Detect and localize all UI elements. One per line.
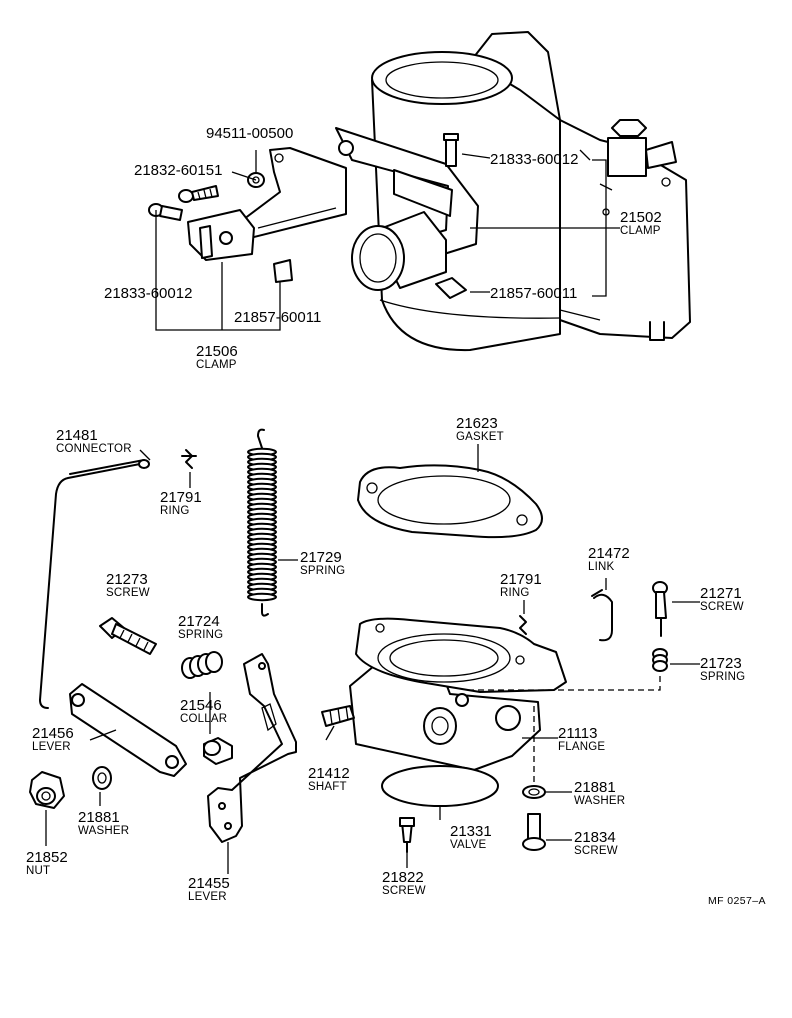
label-21723-name: SPRING [700,671,746,683]
label-21791-b: 21791 [500,571,542,588]
link-21472 [591,589,613,642]
screw-21822 [399,817,415,853]
leader-lines [45,150,700,874]
screw-21271 [652,581,668,637]
label-21472: 21472 [588,545,630,562]
label-21412-name: SHAFT [308,781,347,793]
label-21833-60012-right: 21833-60012 [490,151,579,168]
label-21822: 21822 [382,869,424,886]
label-21506-name: CLAMP [196,359,237,371]
label-21273: 21273 [106,571,148,588]
collar-21546 [203,737,233,765]
label-21456: 21456 [32,725,74,742]
label-21481-name: CONNECTOR [56,443,132,455]
label-21502: 21502 [620,209,662,226]
valve-21331 [381,765,499,807]
connector-rod [39,459,150,709]
label-21506: 21506 [196,343,238,360]
label-21546: 21546 [180,697,222,714]
label-21271: 21271 [700,585,742,602]
label-21791-a: 21791 [160,489,202,506]
label-21834: 21834 [574,829,616,846]
label-21623-name: GASKET [456,431,504,443]
nut-21852 [29,771,65,809]
spring-21724 [181,651,223,679]
gasket-21623 [357,464,543,539]
screw-on-body [443,133,459,167]
label-21271-name: SCREW [700,601,744,613]
screw-21273 [99,617,157,655]
label-21455-name: LEVER [188,891,227,903]
square-nut-left [273,259,293,283]
square-nut-right [435,277,467,299]
label-21502-name: CLAMP [620,225,661,237]
clamp-21506 [187,209,255,261]
lever-21455 [207,653,297,843]
spring-coil [247,592,277,602]
label-21822-name: SCREW [382,885,426,897]
flange-21113 [349,617,567,771]
label-21623: 21623 [456,415,498,432]
label-21412: 21412 [308,765,350,782]
ring-upper [181,449,197,469]
label-21456-name: LEVER [32,741,71,753]
label-21857-60011-right: 21857-60011 [490,285,578,302]
label-21834-name: SCREW [574,845,618,857]
label-21729: 21729 [300,549,342,566]
washer-94511 [247,172,265,188]
washer-21881-left [92,766,112,790]
spring-21729 [247,428,277,617]
label-21881-right-name: WASHER [574,795,626,807]
label-21881-left: 21881 [78,809,120,826]
lever-21456 [69,683,187,777]
shaft-21412 [321,705,355,727]
screw-21834 [522,813,546,851]
label-21724-name: SPRING [178,629,224,641]
label-21791-a-name: RING [160,505,190,517]
label-21113: 21113 [558,725,598,742]
label-21852-name: NUT [26,865,51,877]
choke-housing [351,211,447,291]
label-21481: 21481 [56,427,98,444]
label-21472-name: LINK [588,561,615,573]
label-21791-b-name: RING [500,587,530,599]
label-21723: 21723 [700,655,742,672]
label-21331-name: VALVE [450,839,487,851]
label-21273-name: SCREW [106,587,150,599]
label-21546-name: COLLAR [180,713,228,725]
label-21833-60012-left: 21833-60012 [104,285,193,302]
label-21881-right: 21881 [574,779,616,796]
spring-21723 [652,648,668,672]
label-21724: 21724 [178,613,220,630]
label-94511-00500: 94511-00500 [206,125,294,142]
label-21331: 21331 [450,823,492,840]
label-21455: 21455 [188,875,230,892]
bolt-21832 [178,185,219,203]
screw-left [148,203,183,221]
label-21852: 21852 [26,849,68,866]
label-21113-name: FLANGE [558,741,606,753]
washer-21881-right [522,785,546,799]
label-21857-60011-left: 21857-60011 [234,309,322,326]
ring-lower [519,615,527,635]
label-21832-60151: 21832-60151 [134,162,223,179]
figure-reference: MF 0257–A [708,895,766,907]
label-21729-name: SPRING [300,565,346,577]
label-21881-left-name: WASHER [78,825,130,837]
